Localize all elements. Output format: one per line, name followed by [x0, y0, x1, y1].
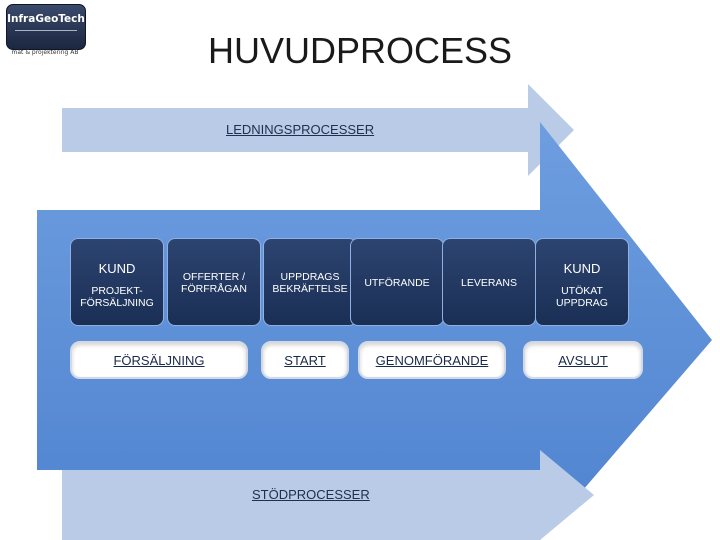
phase-closing[interactable]: AVSLUT — [523, 341, 643, 379]
step-label: UPPDRAGS BEKRÄFTELSE — [272, 271, 348, 295]
step-box-confirmation: UPPDRAGS BEKRÄFTELSE — [263, 238, 357, 326]
phase-start[interactable]: START — [261, 341, 349, 379]
step-box-delivery: LEVERANS — [442, 238, 536, 326]
bottom-band-label[interactable]: STÖDPROCESSER — [252, 487, 370, 502]
logo-tagline: mät & projektering AB — [11, 49, 79, 56]
page-title: HUVUDPROCESS — [207, 30, 513, 71]
top-band-label[interactable]: LEDNINGSPROCESSER — [226, 122, 375, 137]
step-box-extended-assignment: KUND UTÖKAT UPPDRAG — [535, 238, 629, 326]
phase-sales[interactable]: FÖRSÄLJNING — [70, 341, 248, 379]
company-logo: InfraGeoTech — [6, 4, 86, 50]
step-label: PROJEKT- FÖRSÄLJNING — [80, 285, 154, 309]
step-box-project-sales: KUND PROJEKT- FÖRSÄLJNING — [70, 238, 164, 326]
step-heading: KUND — [563, 261, 601, 276]
step-label: LEVERANS — [460, 277, 518, 289]
step-heading: KUND — [98, 261, 136, 276]
bottom-band-arrow — [62, 450, 594, 540]
main-process-arrow — [37, 122, 712, 540]
step-box-offers: OFFERTER / FÖRFRÅGAN — [167, 238, 261, 326]
step-label: UTÖKAT UPPDRAG — [556, 285, 608, 309]
step-label: UTFÖRANDE — [364, 277, 430, 289]
top-band-arrow — [62, 84, 574, 176]
step-label: OFFERTER / FÖRFRÅGAN — [181, 271, 247, 295]
step-box-execution: UTFÖRANDE — [350, 238, 444, 326]
logo-rule — [15, 30, 77, 31]
logo-name: InfraGeoTech — [7, 13, 85, 25]
phase-execution[interactable]: GENOMFÖRANDE — [358, 341, 506, 379]
